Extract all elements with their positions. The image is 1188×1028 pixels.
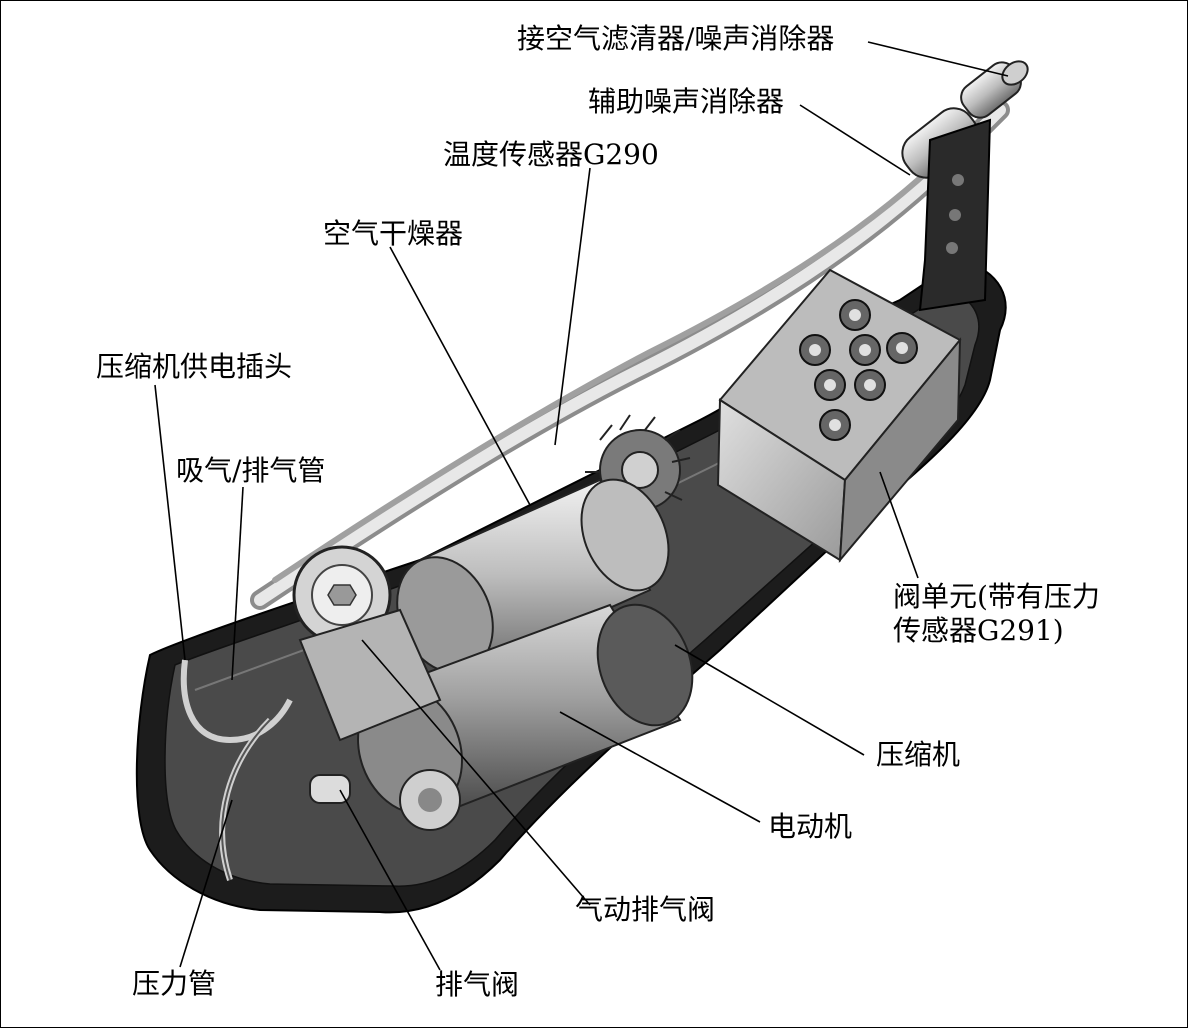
leader-power-plug: [154, 384, 186, 661]
leader-aux-silencer: [799, 104, 911, 176]
intake-pipe: [250, 60, 1029, 610]
valve-unit: [716, 268, 962, 563]
label-compressor: 压缩机: [876, 738, 961, 771]
leader-pressure-pipe: [179, 799, 233, 968]
leader-compressor: [674, 644, 865, 756]
label-air-dryer: 空气干燥器: [323, 217, 464, 250]
leader-lines: [154, 41, 1009, 971]
label-exhaust-valve: 排气阀: [435, 968, 520, 1001]
label-air-filter-silencer: 接空气滤清器/噪声消除器: [517, 22, 835, 55]
label-electric-motor: 电动机: [768, 810, 853, 843]
air-dryer: [396, 478, 670, 674]
leader-motor: [559, 711, 761, 823]
leader-valve-unit: [879, 471, 919, 579]
leader-temp-sensor: [554, 167, 591, 446]
leader-pneumatic-valve: [361, 639, 591, 906]
compressor-head: [292, 545, 461, 831]
label-pressure-pipe: 压力管: [132, 967, 217, 1000]
label-intake-exhaust-pipe: 吸气/排气管: [176, 454, 326, 487]
leader-intake-exhaust: [231, 486, 244, 681]
label-power-plug: 压缩机供电插头: [96, 350, 293, 383]
leader-exhaust-valve: [339, 789, 441, 971]
leader-air-dryer: [389, 246, 531, 506]
label-aux-silencer: 辅助噪声消除器: [588, 85, 785, 118]
leader-air-filter: [867, 41, 1009, 77]
label-valve-unit: 阀单元(带有压力传感器G291): [893, 580, 1100, 647]
label-temp-sensor: 温度传感器G290: [443, 138, 659, 171]
label-pneumatic-exhaust-valve: 气动排气阀: [575, 893, 716, 926]
